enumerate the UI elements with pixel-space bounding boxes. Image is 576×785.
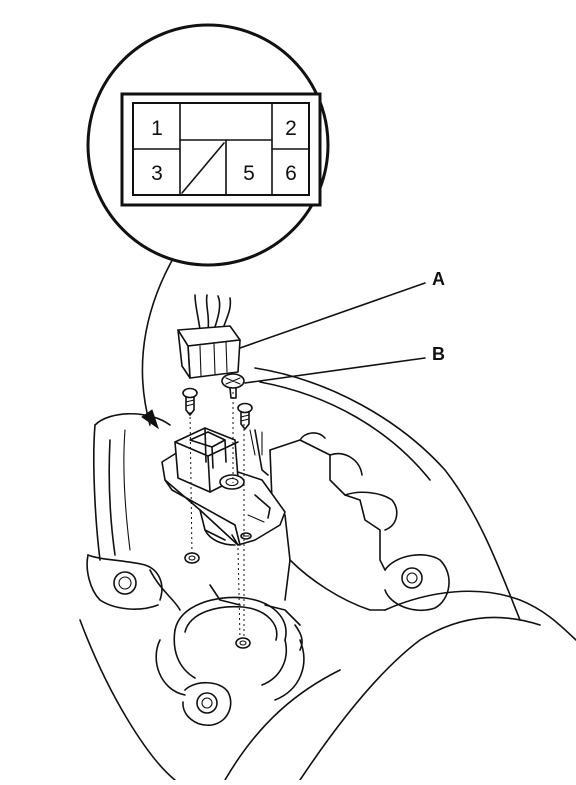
svg-text:1: 1	[151, 117, 163, 140]
screw-b	[221, 373, 245, 399]
pin-label-2: 2	[285, 117, 297, 140]
svg-text:B: B	[432, 344, 445, 364]
svg-text:5: 5	[243, 162, 255, 185]
leader-b	[244, 357, 426, 384]
pin-label-5: 5	[243, 162, 255, 185]
connector-a	[177, 294, 241, 379]
leader-a	[239, 282, 426, 349]
screw-right	[237, 402, 253, 430]
alignment-lines	[189, 392, 245, 641]
lower-bolts	[184, 552, 251, 649]
svg-text:6: 6	[285, 162, 297, 185]
pin-label-6: 6	[285, 162, 297, 185]
callout-label-b: B	[432, 344, 445, 364]
console-housing	[79, 367, 576, 781]
svg-text:2: 2	[285, 117, 297, 140]
pin-label-1: 1	[151, 117, 163, 140]
detail-circle	[86, 23, 330, 267]
svg-text:A: A	[432, 269, 445, 289]
sensor-bracket	[161, 427, 286, 546]
callout-label-a: A	[432, 269, 445, 289]
pin-label-3: 3	[151, 162, 163, 185]
svg-text:3: 3	[151, 162, 163, 185]
screw-left	[182, 387, 198, 416]
callout-arrow	[141, 249, 179, 430]
